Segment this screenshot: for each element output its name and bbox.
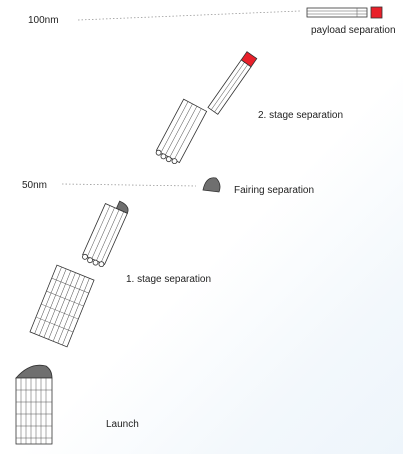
fairing-piece (202, 177, 221, 193)
fairing-cluster (82, 200, 129, 268)
stage1-separation-label: 1. stage separation (126, 274, 211, 285)
fairing-separation-label: Fairing separation (234, 185, 314, 196)
payload-block (370, 6, 383, 19)
launch-vehicle (15, 364, 53, 445)
stage2-cluster (155, 98, 208, 165)
altitude-100nm-line (77, 10, 301, 21)
payload-stage (306, 6, 383, 19)
launch-label: Launch (106, 419, 139, 430)
altitude-50nm-label: 50nm (22, 180, 47, 191)
altitude-50nm-line (61, 183, 197, 187)
payload-top-block (240, 51, 258, 68)
first-stage-stack (29, 264, 95, 348)
altitude-100nm-label: 100nm (28, 15, 59, 26)
stage2-separation-label: 2. stage separation (258, 110, 343, 121)
second-stage-upper (207, 51, 258, 115)
payload-separation-label: payload separation (311, 25, 396, 36)
